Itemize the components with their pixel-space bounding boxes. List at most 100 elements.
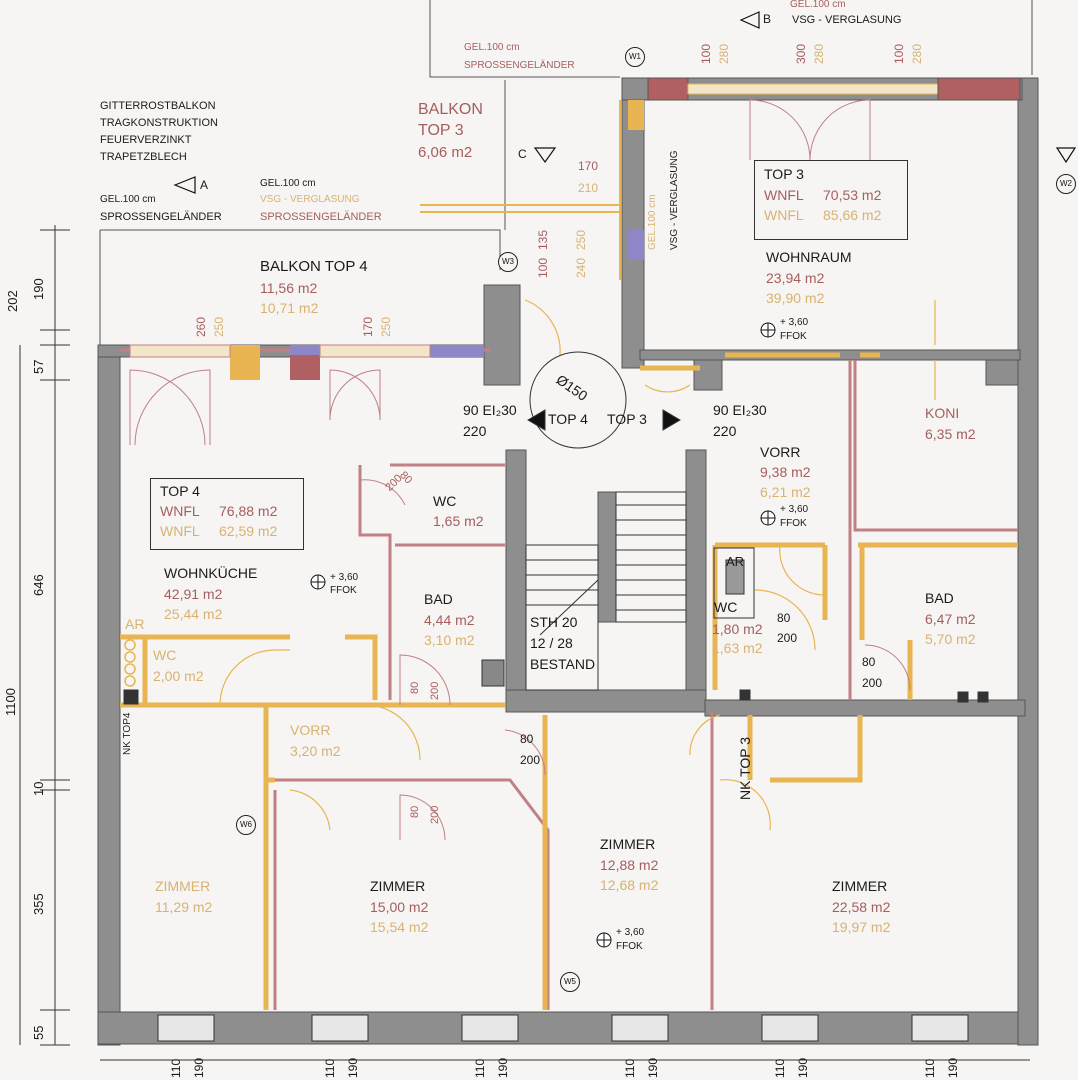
railing-corner-height: GEL.100 cm — [790, 0, 846, 10]
dimension-lines — [19, 225, 1030, 1061]
room-wc4b-name: WC — [153, 647, 177, 663]
level-value-2: + 3,60 — [780, 317, 809, 328]
level-value-1: + 3,60 — [330, 572, 359, 583]
room-bad3-area-alt: 5,70 m2 — [925, 631, 976, 647]
nk-top4-label: NK TOP4 — [122, 712, 133, 755]
room-bad3-area: 6,47 m2 — [925, 611, 976, 627]
top3-title: TOP 3 — [764, 166, 804, 182]
dim-balkon3-210: 210 — [578, 181, 599, 195]
wall-marker-w6: W6 — [236, 815, 256, 835]
room-koni-name: KONI — [925, 405, 960, 421]
level-label-4: FFOK — [616, 941, 643, 952]
balkon3-label: BALKON — [418, 101, 483, 118]
dim-left-55: 55 — [31, 1025, 46, 1040]
railing-vertical-glazing: VSG - VERGLASUNG — [669, 150, 680, 250]
door-zimmer-80: 80 — [409, 805, 421, 818]
dim-top-100-a: 100 — [699, 43, 713, 64]
room-vorr3-area: 9,38 m2 — [760, 464, 811, 480]
room-vorr4-area: 3,20 m2 — [290, 743, 341, 759]
wall-marker-w3: W3 — [498, 252, 518, 272]
room-wc3-name: WC — [714, 599, 738, 615]
room-wc4b-area: 2,00 m2 — [153, 668, 204, 684]
top4-title: TOP 4 — [160, 483, 200, 499]
balkon4-area-alt: 10,71 m2 — [260, 300, 319, 316]
room-vorr3-area-alt: 6,21 m2 — [760, 484, 811, 500]
room-zimmer-right-area: 22,58 m2 — [832, 899, 891, 915]
door-bad3-80: 80 — [862, 655, 876, 669]
dim-bottom-110-3: 110 — [473, 1058, 487, 1078]
staircase — [123, 351, 989, 705]
dim-bottom-110-6: 110 — [923, 1058, 937, 1078]
stair-steps: 12 / 28 — [530, 635, 573, 651]
room-vorr4-name: VORR — [290, 722, 331, 738]
door-zimmer-200: 200 — [429, 805, 441, 824]
room-zimmer-center-area: 15,00 m2 — [370, 899, 429, 915]
door-bad4-80: 80 — [409, 681, 421, 694]
top3-wnfl-value: 70,53 m2 — [823, 187, 882, 203]
room-wohnraum-area-alt: 39,90 m2 — [766, 290, 825, 306]
dim-balkon4-250-b: 250 — [379, 316, 393, 337]
dim-bottom-110-1: 110 — [169, 1058, 183, 1078]
door-wc3-200: 200 — [777, 631, 798, 645]
room-zimmer-mid-area: 12,88 m2 — [600, 857, 659, 873]
door-wc3-80: 80 — [777, 611, 791, 625]
room-vorr3-name: VORR — [760, 444, 801, 460]
dim-left-1100: 1100 — [3, 688, 18, 716]
railing-top-type: SPROSSENGELÄNDER — [464, 60, 575, 71]
dim-balkon4-250-a: 250 — [212, 316, 226, 337]
room-zimmer-right-area-alt: 19,97 m2 — [832, 919, 891, 935]
ar-circles — [124, 639, 136, 687]
railing-yellow — [420, 100, 621, 280]
door-bad4-200: 200 — [429, 681, 441, 700]
dim-top-300: 300 — [794, 43, 808, 64]
dim-left-355: 355 — [31, 893, 46, 915]
dim-top-280-c: 280 — [910, 43, 924, 64]
room-wc3-area: 1,80 m2 — [712, 621, 763, 637]
dim-bottom-110-4: 110 — [623, 1058, 637, 1078]
top3-wnfl-alt-label: WNFL — [764, 207, 804, 223]
top4-wnfl-label: WNFL — [160, 503, 200, 519]
dim-left-190: 190 — [31, 278, 46, 300]
railing-top-glazing: VSG - VERGLASUNG — [792, 14, 902, 26]
windows-top — [129, 77, 1021, 380]
note-line-2: TRAGKONSTRUKTION — [100, 117, 218, 129]
dim-left-646: 646 — [31, 574, 46, 596]
top4-wnfl-value: 76,88 m2 — [219, 503, 278, 519]
door-bad3-200: 200 — [862, 676, 883, 690]
balkon4-label: BALKON TOP 4 — [260, 258, 368, 275]
dim-bottom-190-2: 190 — [346, 1057, 360, 1078]
room-zimmer-left-area: 11,29 m2 — [155, 899, 213, 915]
railing-vertical-height: GEL.100 cm — [647, 194, 658, 250]
room-wohnraum-area: 23,94 m2 — [766, 270, 825, 286]
stair-bestand: BESTAND — [530, 656, 596, 672]
dim-left-57: 57 — [31, 359, 46, 374]
level-label-1: FFOK — [330, 585, 357, 596]
room-zimmer-right-name: ZIMMER — [832, 878, 888, 894]
room-wc4-name: WC — [433, 493, 457, 509]
railing-top-height: GEL.100 cm — [464, 42, 520, 53]
room-bad4-area: 4,44 m2 — [424, 612, 475, 628]
railing-mid-glazing: VSG - VERGLASUNG — [260, 194, 360, 205]
stair-top4-label: TOP 4 — [548, 411, 588, 427]
door-right-height: 220 — [713, 423, 737, 439]
room-zimmer-center-name: ZIMMER — [370, 878, 426, 894]
dim-left-202: 202 — [5, 290, 20, 312]
nk-top3-label: NK TOP 3 — [737, 736, 753, 800]
wall-marker-w1: W1 — [625, 47, 645, 67]
section-b-label: B — [763, 12, 772, 26]
dim-bottom-110-2: 110 — [323, 1058, 337, 1078]
railing-left-type: SPROSSENGELÄNDER — [100, 211, 222, 223]
note-line-3: FEUERVERZINKT — [100, 134, 192, 146]
top4-summary-box — [150, 478, 304, 550]
top3-wnfl-label: WNFL — [764, 187, 804, 203]
balkon3-label-2: TOP 3 — [418, 122, 464, 139]
room-ar4-name: AR — [125, 616, 145, 632]
top3-summary-box — [754, 160, 908, 240]
dim-bottom-110-5: 110 — [773, 1058, 787, 1078]
dim-bottom-190-6: 190 — [946, 1057, 960, 1078]
room-wohnkueche-area-alt: 25,44 m2 — [164, 606, 223, 622]
railing-mid-height: GEL.100 cm — [260, 178, 316, 189]
dim-left-10: 10 — [31, 781, 46, 796]
door-left-height: 220 — [463, 423, 487, 439]
room-wohnkueche-area: 42,91 m2 — [164, 586, 223, 602]
